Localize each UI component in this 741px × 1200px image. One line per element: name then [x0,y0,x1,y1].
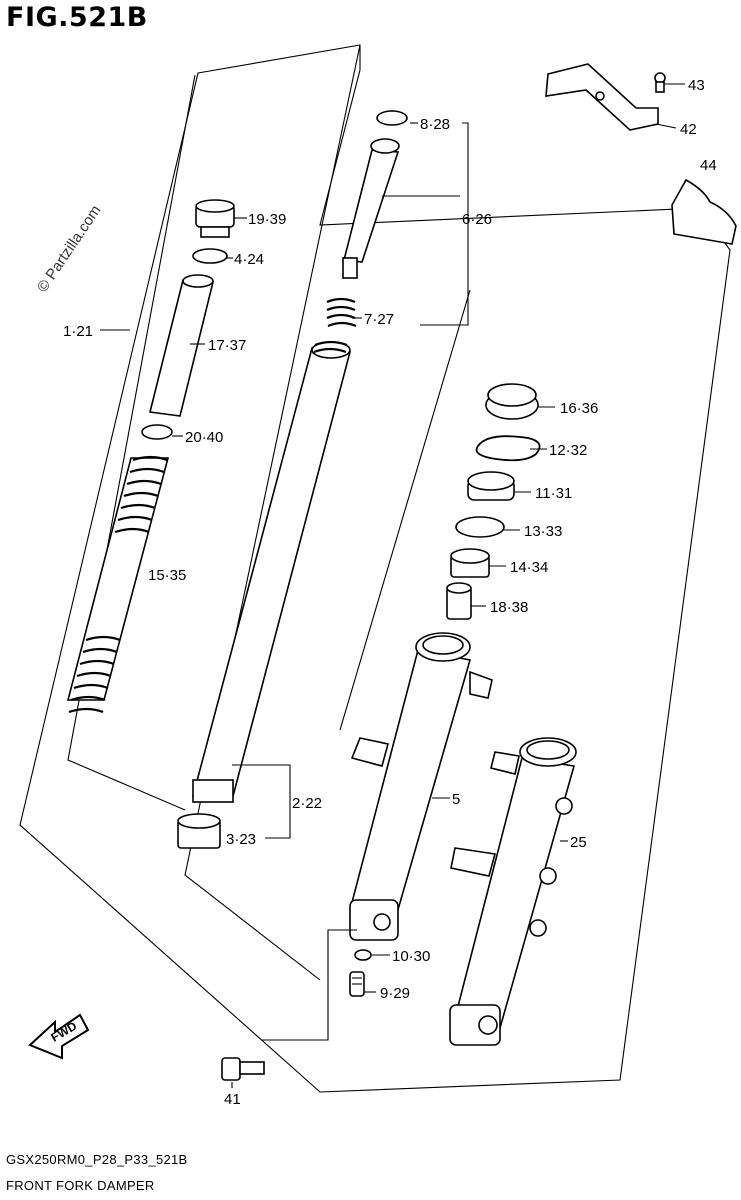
callout-18-38: 18·38 [490,599,528,616]
callout-13-33: 13·33 [524,523,562,540]
part-damper-rod[interactable] [342,138,400,279]
part-dust-seal[interactable] [485,383,539,420]
part-inner-bushing[interactable] [177,813,221,849]
callout-1-21: 1·21 [63,323,93,340]
leader-lines [100,83,685,1088]
callout-6-26: 6·26 [462,211,492,228]
part-spacer-tube[interactable] [149,274,215,417]
fwd-arrow: FWD [28,1013,90,1060]
callout-16-36: 16·36 [560,400,598,417]
callout-44: 44 [700,157,717,174]
part-axle-bolt[interactable] [221,1057,265,1081]
part-piston-ring[interactable] [376,110,408,126]
part-rebound-spring[interactable] [326,297,357,328]
part-oil-lock-piece[interactable] [446,582,472,620]
callout-17-37: 17·37 [208,337,246,354]
part-spring-washer[interactable] [141,424,173,440]
part-fork-spring[interactable] [66,455,170,714]
callout-15-35: 15·35 [148,567,186,584]
part-o-ring[interactable] [192,248,228,264]
part-seal-washer[interactable] [455,516,505,538]
figure-code: GSX250RM0_P28_P33_521B [6,1152,188,1167]
figure-caption: FRONT FORK DAMPER [6,1178,155,1193]
figure-title: FIG.521B [6,2,148,33]
callout-42: 42 [680,121,697,138]
assembly-outline-inner-right [339,289,471,731]
callout-8-28: 8·28 [420,116,450,133]
callout-2-22: 2·22 [292,795,322,812]
part-inner-tube[interactable] [191,340,352,803]
callout-20-40: 20·40 [185,429,223,446]
part-reflector-plate[interactable] [545,63,659,131]
part-gasket[interactable] [354,949,372,961]
callout-5: 5 [452,791,460,808]
part-outer-tube-right[interactable] [449,737,577,1046]
part-oil-seal[interactable] [467,471,515,501]
callout-7-27: 7·27 [364,311,394,328]
callout-14-34: 14·34 [510,559,548,576]
callout-25: 25 [570,834,587,851]
assembly-outline-inner-left [67,74,196,811]
callout-9-29: 9·29 [380,985,410,1002]
part-plate-screw[interactable] [654,72,666,93]
part-cap-bolt[interactable] [195,199,235,238]
callout-11-31: 11·31 [535,485,572,502]
callout-41: 41 [224,1091,241,1108]
part-outer-bushing[interactable] [450,548,490,578]
callout-4-24: 4·24 [234,251,264,268]
callout-3-23: 3·23 [226,831,256,848]
callout-12-32: 12·32 [549,442,587,459]
part-outer-tube-left[interactable] [349,632,493,941]
callout-43: 43 [688,77,705,94]
part-fork-guard[interactable] [671,178,737,245]
part-damper-bolt[interactable] [349,971,365,997]
part-stopper-ring[interactable] [475,435,541,462]
assembly-outline-inner-mid [184,44,361,981]
callout-19-39: 19·39 [248,211,286,228]
callout-10-30: 10·30 [392,948,430,965]
